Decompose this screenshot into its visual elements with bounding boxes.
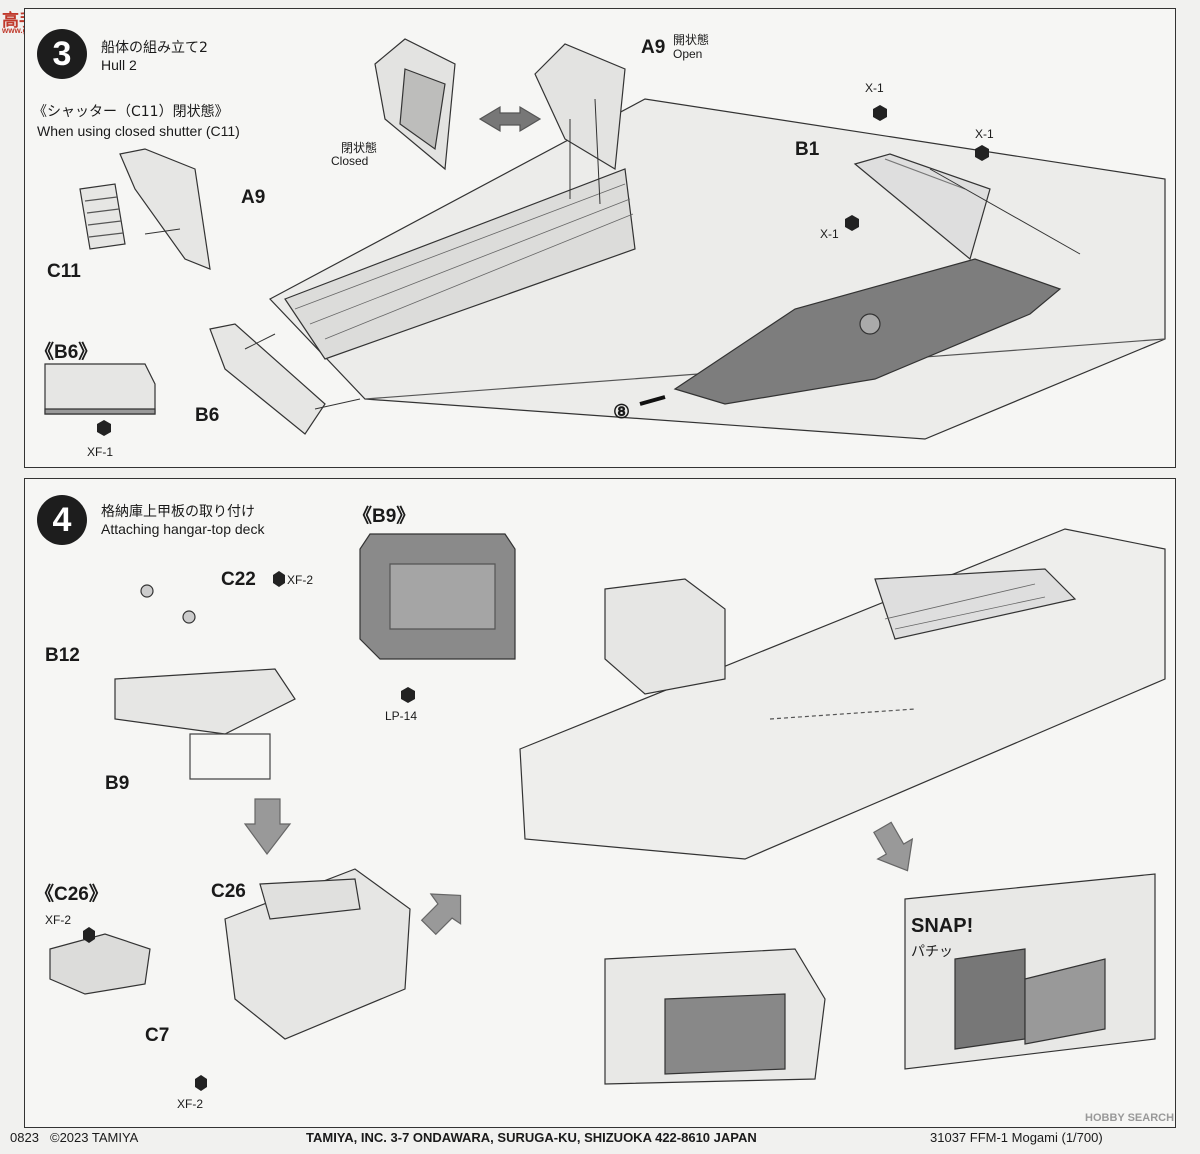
- footer-address: TAMIYA, INC. 3-7 ONDAWARA, SURUGA-KU, SH…: [306, 1130, 757, 1145]
- open-label-ja: 開状態: [673, 33, 710, 47]
- screw-x1-left: X-1: [820, 227, 839, 241]
- footer-item: 31037 FFM-1 Mogami (1/700): [930, 1130, 1103, 1145]
- step-4-title-ja: 格納庫上甲板の取り付け: [101, 504, 255, 520]
- screw-x1-top: X-1: [865, 81, 884, 95]
- step-3-title-ja: 船体の組み立て2: [101, 40, 208, 56]
- hull-2-illustration: [44, 38, 1166, 440]
- footer-code: 0823: [10, 1130, 39, 1145]
- hangar-top-deck-illustration: [49, 528, 1166, 1091]
- step-number-4: 4: [37, 495, 87, 545]
- snap-label-ja: パチッ: [911, 944, 953, 960]
- step-4-title-en: Attaching hangar-top deck: [101, 521, 265, 537]
- open-label-en: Open: [673, 47, 703, 61]
- part-label-b1: B1: [795, 139, 820, 160]
- callout-c26: 《C26》: [35, 884, 108, 905]
- closed-label-en: Closed: [331, 154, 369, 168]
- part-label-b6: B6: [195, 405, 220, 426]
- screw-x1-right: X-1: [975, 127, 994, 141]
- step-reference-8: ⑧: [613, 402, 631, 423]
- watermark-hobby-search: HOBBY SEARCH: [1085, 1112, 1175, 1124]
- step-3-panel: 3 船体の組み立て2 Hull 2 《シャッター（C11）閉状態》 When u…: [24, 8, 1176, 468]
- callout-b6: 《B6》: [35, 342, 98, 363]
- part-label-c26: C26: [211, 881, 246, 902]
- step-3-title-en: Hull 2: [101, 57, 137, 73]
- paint-xf2-c22: XF-2: [287, 573, 314, 587]
- paint-xf2-c7: XF-2: [177, 1097, 204, 1111]
- closed-label-ja: 閉状態: [341, 141, 378, 155]
- paint-xf1: XF-1: [87, 445, 114, 459]
- snap-label-en: SNAP!: [911, 915, 974, 937]
- paint-lp14: LP-14: [385, 709, 418, 723]
- footer-copyright: ©2023 TAMIYA: [50, 1130, 139, 1145]
- part-label-c22: C22: [221, 569, 256, 590]
- part-label-b12: B12: [45, 645, 80, 666]
- callout-b9: 《B9》: [353, 506, 416, 527]
- part-label-a9-top: A9: [641, 37, 666, 58]
- step-number-3: 3: [37, 29, 87, 79]
- step-4-panel: 4 格納庫上甲板の取り付け Attaching hangar-top deck …: [24, 478, 1176, 1128]
- shutter-note-en: When using closed shutter (C11): [37, 123, 240, 139]
- part-label-c7: C7: [145, 1025, 170, 1046]
- part-label-c11: C11: [47, 261, 81, 282]
- part-label-a9-left: A9: [241, 187, 266, 208]
- part-label-b9: B9: [105, 773, 130, 794]
- paint-xf2-callout: XF-2: [45, 913, 72, 927]
- shutter-note-ja: 《シャッター（C11）閉状態》: [33, 104, 229, 120]
